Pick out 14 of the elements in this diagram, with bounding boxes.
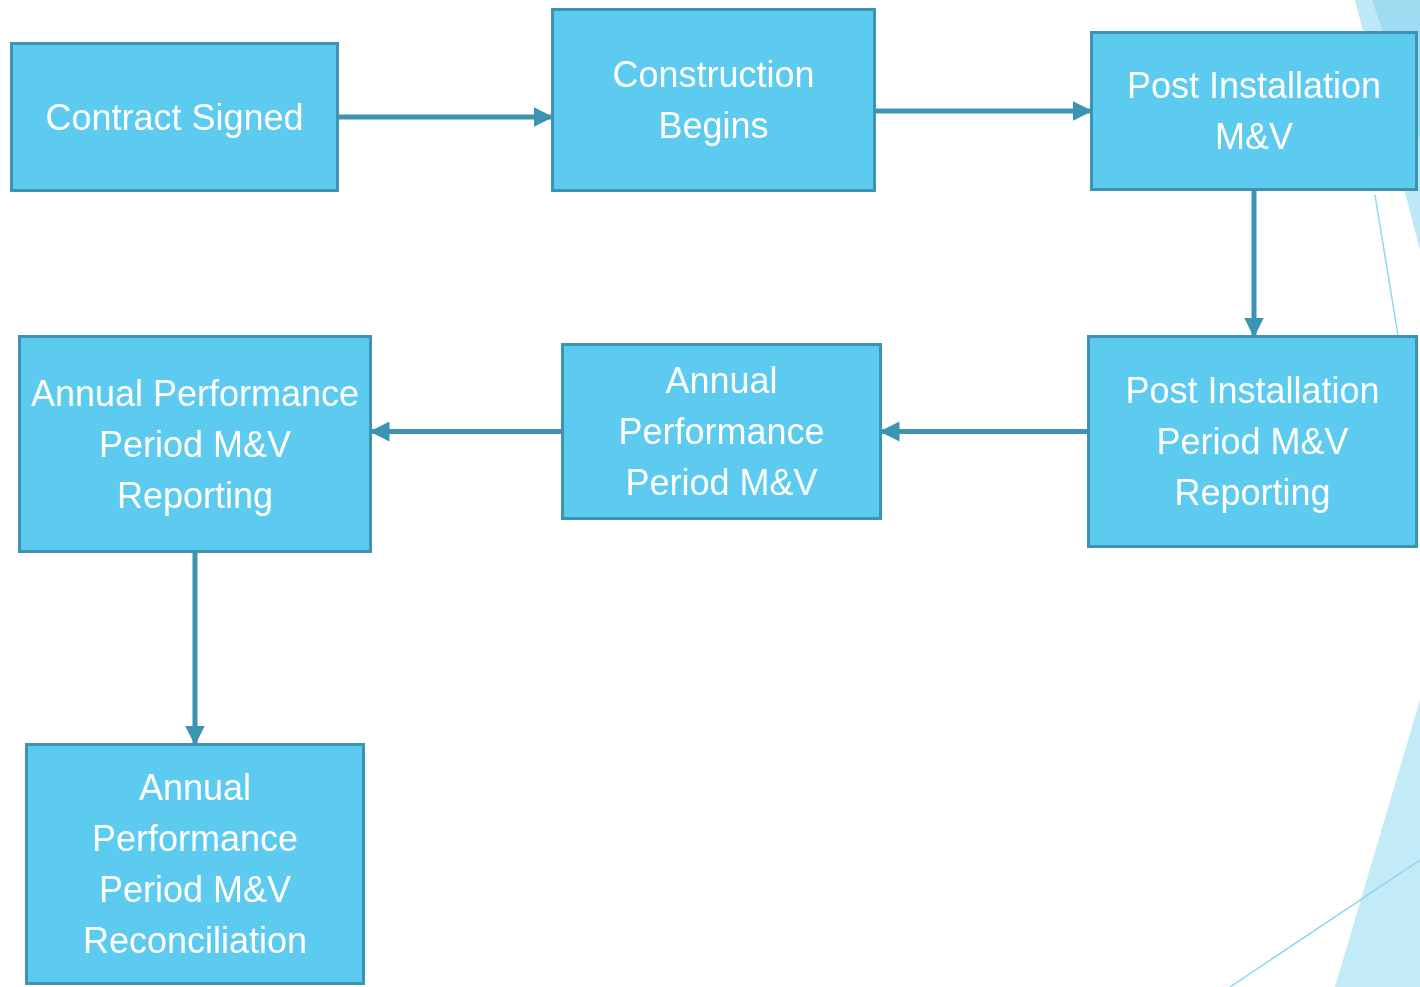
process-box [25, 743, 365, 985]
process-box [1087, 335, 1418, 548]
box-label: Post Installation M&V [1125, 64, 1383, 159]
box-label: Annual Performance Period M&V Reporting [29, 371, 361, 518]
process-box [10, 42, 339, 192]
box-label: Construction Begins [611, 53, 816, 148]
box-label: Annual Performance Period M&V Reconciliation [81, 766, 309, 963]
process-box [1090, 31, 1418, 191]
box-label: Post Installation Period M&V Reporting [1124, 369, 1381, 515]
box-label: Annual Performance Period M&V [617, 359, 826, 505]
process-box [18, 335, 372, 553]
process-box [551, 8, 876, 192]
box-label: Contract Signed [45, 95, 304, 140]
process-box [561, 343, 882, 520]
